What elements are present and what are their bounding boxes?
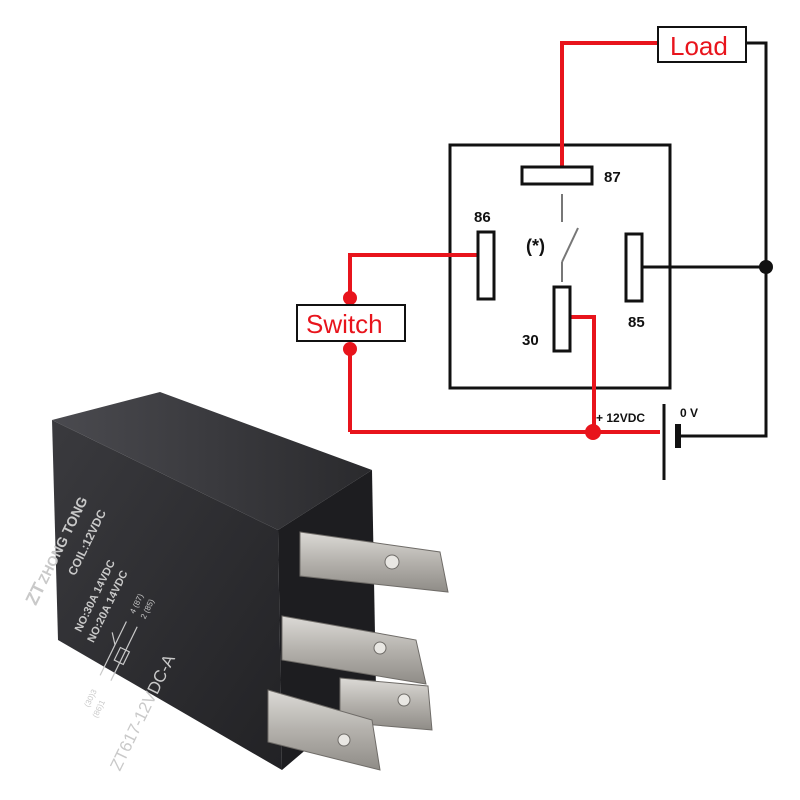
terminal-blade-bottom-hole [337,733,351,747]
terminal-blade-middle-hole [373,641,387,655]
terminal-blade-middle [281,615,427,685]
pin-label-30: 30 [522,332,539,349]
wire-86-to-switch [348,253,480,303]
terminal-blade-bottom [267,689,381,771]
switch-box [296,304,406,342]
black-wires [640,41,768,438]
switch-contact-symbol [561,194,579,282]
terminal-86 [476,230,496,301]
switch-label: Switch [306,309,383,339]
switch-symbol-label: (*) [526,236,545,256]
load-label: Load [670,31,728,61]
relay-photo: ZT ZHONG TONG COIL:12VDC NO:30A 14VDC NO… [22,392,449,774]
junction-dot-battery-positive [585,424,601,440]
relay-front-face [52,420,282,770]
junction-dot-switch-top [343,291,357,305]
battery-negative-label: 0 V [680,406,698,420]
red-wires [348,41,660,434]
wire-load-to-85-junction [746,41,768,266]
pin-label-86: 86 [474,209,491,226]
terminal-30 [552,285,572,353]
terminal-blade-bottom-right-hole [397,693,411,707]
wire-87-to-load [560,41,660,173]
terminal-85 [624,232,644,303]
pin-label-87: 87 [604,169,621,186]
wire-30-to-battery [562,315,596,432]
load-box [657,26,747,63]
junction-dot-switch-bottom [343,342,357,356]
junction-dot-85 [759,260,773,274]
terminal-87 [520,165,594,186]
relay-top-face [52,392,372,530]
battery-positive-label: + 12VDC [596,411,645,425]
terminal-blade-top-hole [384,554,400,570]
battery-symbol [662,404,681,480]
terminal-blade-top [299,531,449,593]
relay-printed-schematic [99,621,138,681]
pin-label-85: 85 [628,314,645,331]
wire-junction-to-battery-negative [680,266,768,438]
